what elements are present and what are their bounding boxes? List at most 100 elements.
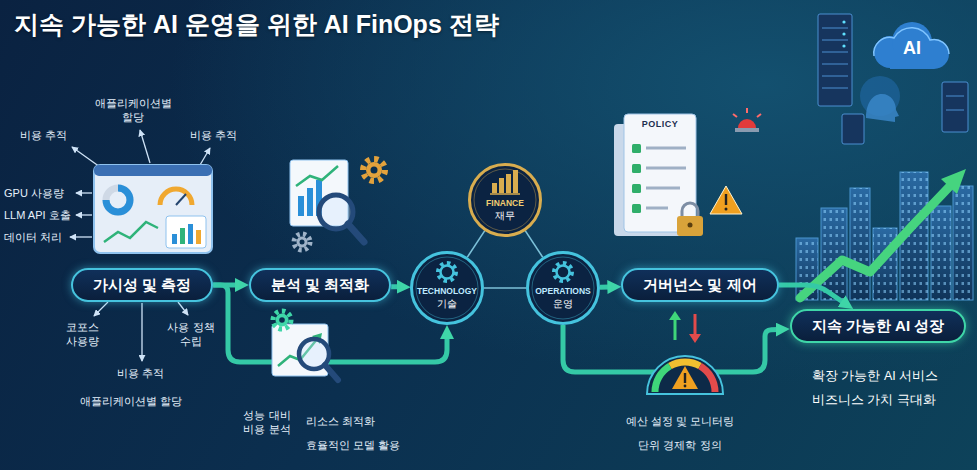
analysis-illustration-part	[371, 167, 378, 174]
ai-infrastructure-illustration-part	[942, 82, 968, 132]
node-subtitle: 기술	[437, 297, 457, 310]
analysis-illustration-part	[294, 234, 310, 250]
city-buildings-part	[931, 206, 951, 300]
leader-lines-part	[76, 214, 92, 215]
policy-illustration-part	[725, 208, 728, 211]
leader-lines-part	[94, 302, 108, 316]
budget-gauge-illustration-part	[647, 356, 723, 394]
analysis-illustration-part	[307, 188, 313, 216]
analysis-illustration-part	[348, 224, 364, 242]
policy-illustration-part	[646, 147, 686, 150]
policy-illustration-part	[632, 164, 641, 173]
dashboard-illustration-part	[94, 165, 212, 253]
link-line	[525, 231, 542, 257]
gear-icon	[438, 263, 456, 281]
annotation-label: 비용 추적	[117, 366, 164, 380]
node-subtitle: 운영	[553, 297, 573, 310]
policy-illustration-part	[632, 184, 641, 193]
ai-infrastructure-illustration-part	[822, 52, 848, 53]
policy-illustration	[614, 108, 761, 236]
budget-gauge-illustration	[647, 311, 723, 394]
annotation-label: GPU 사용량	[4, 186, 64, 200]
city-buildings-part	[953, 186, 973, 300]
ai-infrastructure-illustration-part	[822, 76, 848, 77]
ai-infrastructure-illustration-part	[866, 94, 899, 122]
growth-arrow-part	[800, 186, 950, 298]
dashboard-illustration-part	[176, 194, 186, 205]
optimization-illustration-part	[279, 317, 285, 323]
budget-gauge-illustration-part	[700, 366, 715, 392]
dashboard-illustration-part	[106, 188, 130, 212]
ai-infrastructure-illustration-part	[822, 64, 848, 65]
dashboard-illustration-part	[160, 189, 192, 205]
finance-bar-icon	[492, 183, 497, 193]
optimization-illustration-part	[272, 324, 328, 376]
finance-bar-icon	[506, 174, 511, 193]
policy-illustration-part	[735, 128, 759, 132]
flow-arrow	[563, 325, 778, 372]
growth-arrow	[800, 169, 966, 298]
annotation-label: POLICY	[627, 119, 693, 130]
city-windows-part	[850, 188, 870, 300]
circle-border	[470, 165, 541, 236]
city-windows	[796, 172, 973, 300]
circle-inner-ring	[416, 257, 478, 319]
annotation-label: 사용 정책 수립	[164, 320, 218, 348]
policy-illustration-part	[710, 186, 742, 214]
policy-illustration-part	[624, 114, 696, 232]
policy-illustration-part	[646, 167, 686, 170]
analysis-illustration-part	[300, 240, 305, 245]
role-circle: TECHNOLOGY기술	[410, 251, 484, 325]
budget-gauge-illustration-part	[670, 362, 700, 366]
budget-gauge-illustration-part	[655, 366, 670, 392]
policy-illustration-part	[733, 114, 737, 117]
analysis-illustration-part	[296, 166, 338, 186]
policy-illustration-part	[632, 144, 641, 153]
finance-bar-icon	[513, 170, 518, 193]
policy-illustration-part	[757, 114, 761, 117]
leader-lines-part	[70, 236, 92, 237]
policy-illustration-part	[677, 216, 703, 236]
optimization-illustration-part	[276, 314, 289, 327]
analysis-illustration-part	[366, 162, 382, 178]
budget-gauge-illustration-part	[672, 366, 698, 389]
node-title: 지속 가능한 AI 성장	[812, 317, 945, 335]
annotation-label: 효율적인 모델 활용	[306, 438, 400, 452]
flow-arrow	[600, 284, 609, 289]
flow-arrow	[391, 284, 399, 289]
city-buildings-part	[850, 188, 870, 300]
budget-gauge-illustration-part	[694, 314, 697, 336]
policy-illustration-part	[688, 223, 693, 228]
ai-infrastructure-illustration-part	[946, 96, 964, 97]
optimization-illustration	[272, 311, 338, 380]
ai-infrastructure-illustration-part	[842, 20, 845, 23]
role-circle: OPERATIONS운영	[526, 251, 600, 325]
policy-illustration-part	[682, 203, 698, 218]
role-circle: FINANCE재무	[468, 163, 542, 237]
link-line	[467, 231, 484, 257]
node-subtitle: 재무	[495, 209, 515, 222]
policy-illustration-part	[746, 108, 748, 113]
budget-gauge-illustration-part	[669, 311, 681, 320]
leader-lines-part	[200, 148, 210, 165]
dashboard-illustration-part	[106, 188, 130, 212]
gear-icon	[441, 266, 454, 279]
policy-illustration-part	[725, 194, 727, 205]
growth-arrow-part	[941, 169, 966, 194]
dashboard-illustration-part	[94, 165, 212, 176]
analysis-illustration	[290, 159, 385, 250]
policy-illustration-part	[738, 119, 756, 128]
node-title: TECHNOLOGY	[417, 286, 477, 297]
annotation-label: 예산 설정 및 모니터링	[626, 414, 734, 428]
stage-pill: 분석 및 최적화	[249, 268, 391, 302]
annotation-label: 애플리케이션별 할당	[90, 96, 176, 124]
annotation-label: 애플리케이션별 할당	[80, 394, 182, 408]
circle-inner-ring	[532, 257, 594, 319]
dashboard-illustration-part	[180, 228, 185, 244]
policy-illustration-part	[646, 187, 680, 190]
city-windows-part	[931, 206, 951, 300]
leader-lines-part	[72, 147, 100, 167]
node-title: FINANCE	[486, 198, 524, 209]
city-buildings	[796, 172, 973, 300]
